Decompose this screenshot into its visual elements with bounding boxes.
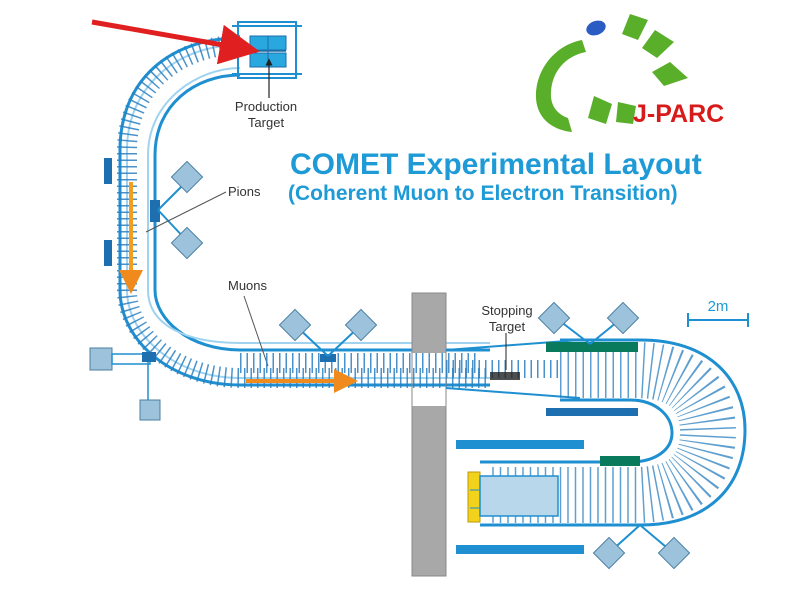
electron-spectrometer-bend: [456, 338, 747, 554]
muon-line-dipoles: [278, 308, 378, 357]
production-target-label-line1: Production: [235, 99, 297, 114]
logo-text: J-PARC: [633, 100, 724, 128]
j-parc-logo: J-PARC: [535, 14, 724, 132]
scale-bar-label: 2m: [708, 298, 729, 315]
scale-bar: 2m: [687, 298, 749, 327]
pions-pointer: [145, 191, 227, 233]
pion-side-dipoles: [157, 160, 204, 260]
stopping-target-label-line1: Stopping: [481, 303, 532, 318]
logo-green-swoosh: [535, 40, 586, 132]
shield-wall: [411, 292, 447, 577]
muons-pointer: [243, 295, 269, 367]
lower-left-beam-dump: [89, 347, 161, 421]
logo-blue-dot: [586, 20, 606, 36]
page-subtitle: (Coherent Muon to Electron Transition): [288, 182, 678, 205]
lower-dipoles: [592, 524, 691, 570]
spectrometer-dipoles: [537, 301, 640, 345]
vertical-section-magnets: [104, 158, 160, 266]
pions-label: Pions: [228, 184, 261, 199]
detector-solenoid: [467, 471, 559, 523]
stopping-target-label-line2: Target: [489, 319, 526, 334]
page-title: COMET Experimental Layout: [290, 148, 702, 181]
production-target-label-line2: Target: [248, 115, 285, 130]
production-target-housing: [232, 21, 302, 79]
proton-beam-arrow: [91, 19, 260, 65]
stopping-target-solenoid: [445, 339, 581, 399]
muon-transport-straight: [240, 353, 480, 373]
muons-label: Muons: [228, 278, 268, 293]
